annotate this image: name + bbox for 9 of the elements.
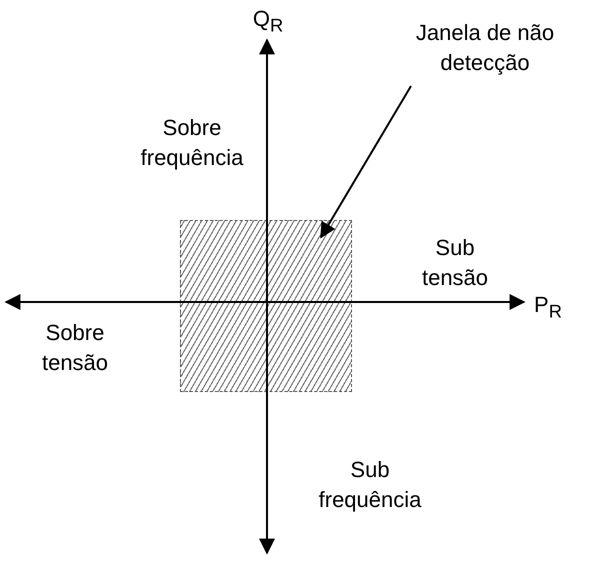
hatched-region bbox=[180, 220, 352, 392]
region-label: Sub tensão bbox=[420, 234, 490, 292]
axis-label: P$_{R}$ bbox=[533, 291, 563, 324]
leader-arrow bbox=[320, 85, 412, 239]
region-label: Sub frequência bbox=[318, 456, 422, 514]
axis-label: Q$_{R}$ bbox=[252, 5, 284, 38]
callout-text: Janela de não detecção bbox=[385, 18, 585, 78]
region-label: Sobre frequência bbox=[140, 114, 244, 172]
region-label: Sobre tensão bbox=[40, 319, 110, 377]
